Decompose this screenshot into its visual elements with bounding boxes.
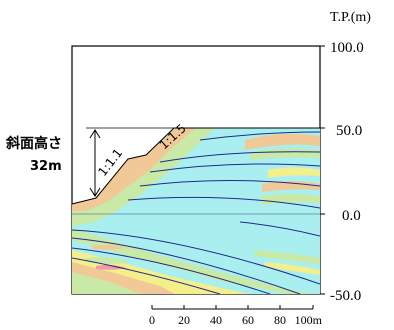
surface-orange-zone — [72, 128, 196, 212]
scale-bar-ticks — [151, 305, 314, 309]
elevation-tick-0: 0.0 — [342, 208, 361, 224]
scale-bar: 0 20 40 60 80 100m — [149, 305, 323, 327]
lens-orange-mid — [262, 181, 320, 192]
scale-label-60: 60 — [242, 313, 254, 327]
lens-orange-left — [92, 244, 126, 250]
slope-outline — [71, 127, 320, 205]
lens-yellow-mid — [268, 167, 320, 178]
elevation-tick-50: 50.0 — [336, 123, 362, 139]
strata-band-green-2 — [72, 272, 140, 294]
surface-green-zone — [72, 128, 215, 226]
scale-label-80: 80 — [274, 313, 286, 327]
elevation-tick-marks — [320, 45, 325, 295]
lens-orange-upper — [245, 133, 320, 150]
elevation-tick-minus50: -50.0 — [330, 288, 361, 304]
lens-pink-left — [96, 264, 126, 270]
lens-green-lower-right — [255, 250, 320, 264]
slope-height-label: 斜面高さ — [5, 135, 62, 152]
scale-label-40: 40 — [210, 313, 222, 327]
stratum-boundaries — [72, 131, 320, 294]
slope-height-value: 32m — [30, 159, 62, 174]
elevation-unit-label: T.P.(m) — [330, 10, 371, 25]
scale-label-0: 0 — [149, 313, 155, 327]
slope-height-arrow-top — [89, 129, 101, 139]
scale-label-20: 20 — [178, 313, 190, 327]
slope-height-arrow-bottom — [89, 187, 101, 197]
scale-label-100m: 100m — [295, 313, 323, 327]
lens-yellow-lower-right — [265, 262, 320, 275]
elevation-tick-100: 100.0 — [330, 40, 364, 56]
